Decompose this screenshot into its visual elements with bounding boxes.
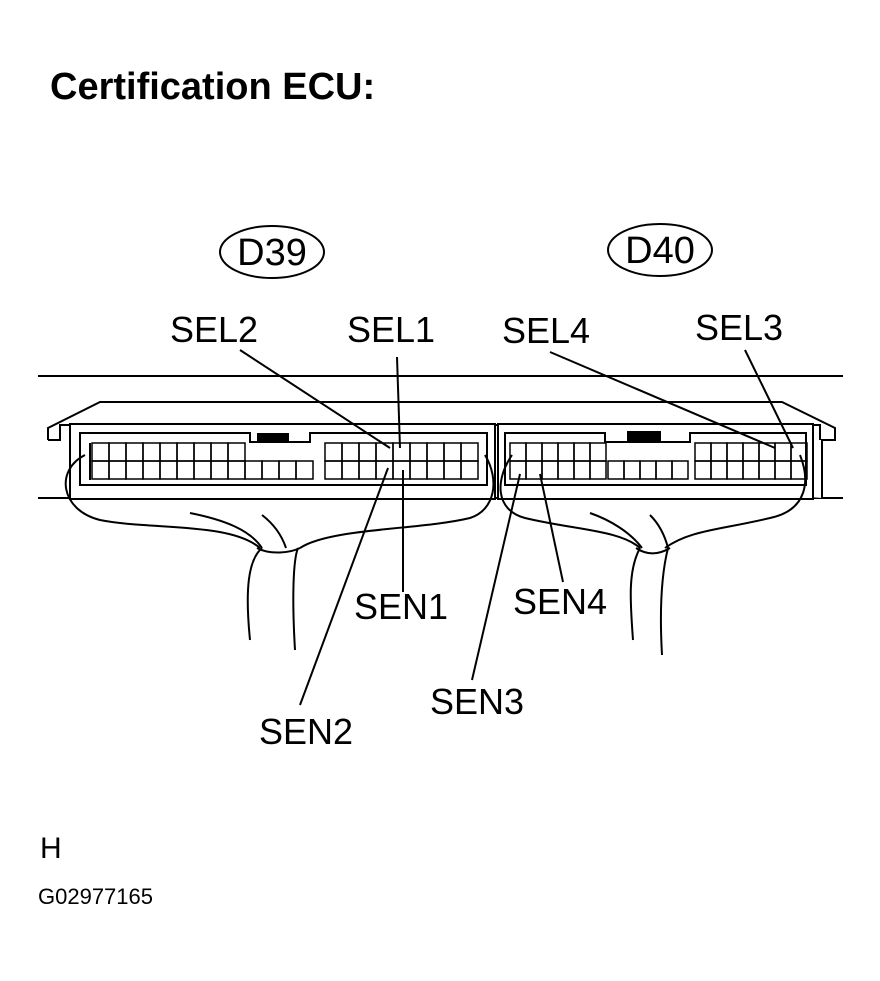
terminal-pin xyxy=(295,460,314,480)
wire-harness-left xyxy=(64,454,495,651)
terminal-label-sen3: SEN3 xyxy=(430,681,524,722)
figure-code: G02977165 xyxy=(38,884,153,909)
leader-sel1 xyxy=(396,356,401,449)
leader-sel3 xyxy=(744,349,794,449)
terminal-label-sen1: SEN1 xyxy=(354,586,448,627)
connector-label-d40: D40 xyxy=(625,230,695,272)
terminal-label-sel4: SEL4 xyxy=(502,310,590,351)
leader-lines xyxy=(239,349,794,706)
footer-letter: H xyxy=(40,832,62,865)
terminal-pin xyxy=(671,460,689,480)
terminal-label-sen4: SEN4 xyxy=(513,581,607,622)
terminal-pin xyxy=(460,460,479,480)
terminal-grid-d39 xyxy=(91,442,479,480)
terminal-label-sel2: SEL2 xyxy=(170,309,258,350)
terminal-pin xyxy=(790,460,808,480)
terminal-grid-d40 xyxy=(509,442,808,480)
connector-label-d39: D39 xyxy=(237,232,307,274)
leader-sel2 xyxy=(239,349,391,449)
leader-sel4 xyxy=(549,351,776,449)
leader-sen4 xyxy=(539,473,564,583)
wire-harness-right xyxy=(499,454,807,656)
leader-sen2 xyxy=(299,467,389,706)
connector-badge-d40 xyxy=(607,223,713,277)
diagram-title: Certification ECU: xyxy=(50,66,376,108)
terminal-label-sen2: SEN2 xyxy=(259,711,353,752)
terminal-label-sel3: SEL3 xyxy=(695,307,783,348)
leader-sen3 xyxy=(471,473,521,681)
terminal-pin xyxy=(589,460,607,480)
connector-badge-d39 xyxy=(219,225,325,279)
terminal-label-sel1: SEL1 xyxy=(347,309,435,350)
